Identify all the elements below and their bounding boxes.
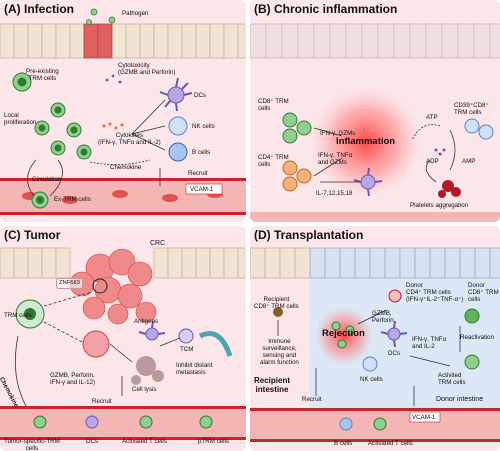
panel-b-title: (B) Chronic inflammation — [254, 2, 398, 16]
activated-t-label: Activated T cells — [368, 440, 413, 447]
znf-label: ZNF683 — [56, 278, 83, 289]
recruit-label: Recruit — [92, 398, 112, 405]
atp-label: ATP — [426, 114, 438, 121]
recipient-cd8-cell — [273, 307, 283, 317]
dcs-label: DCs — [194, 92, 207, 99]
donor-cd4-cell — [388, 289, 402, 303]
donor-cd8-cell — [464, 308, 480, 324]
dc-cell — [353, 167, 383, 197]
circulation-label: Circulation — [32, 176, 62, 183]
vcam-label: VCAM-1 — [190, 186, 214, 193]
b-cell — [168, 142, 188, 162]
tumor-target-cell — [82, 330, 110, 358]
extrm-label: Ex-TRM cells — [54, 196, 91, 203]
gzmb-label: GZMB, Perforin,IFN-γ and IL-12) — [50, 372, 96, 386]
panel-c-title: (C) Tumor — [4, 228, 61, 242]
activated-label: Activated T cells — [122, 438, 167, 445]
adp-label: ADP — [426, 158, 439, 165]
chemokine-label: Chemokine — [110, 164, 142, 171]
gzmb-label: GZMB,Perforin — [372, 310, 394, 324]
ptrm-label: pTRM cells — [198, 438, 229, 445]
nk-cell — [168, 116, 188, 136]
tcm-label: TCM — [180, 346, 194, 353]
panel-b-art — [250, 23, 500, 222]
recruit-label: Recruit — [302, 396, 322, 403]
panel-c-art — [0, 247, 246, 440]
lysis-label: Cell lysis — [132, 386, 157, 393]
cytotoxicity-label: Cytotoxicity(GZMB and Perforin) — [118, 62, 176, 76]
b-label: B cells — [334, 440, 353, 447]
tcm-cell — [178, 328, 194, 344]
rejection-label: Rejection — [322, 328, 365, 339]
panel-d-art — [250, 247, 500, 442]
recruit-label: Recruit — [188, 170, 208, 177]
il-label: IL-7,12,15,18 — [316, 190, 353, 197]
rejection-glow — [314, 306, 374, 366]
infected-cell — [97, 23, 113, 59]
dc-cell — [159, 77, 193, 112]
donor-intestine-label: Donor intestine — [436, 396, 484, 403]
nk-cell — [362, 356, 378, 372]
cd39-label: CD39⁺CD8⁺TRM cells — [454, 102, 489, 116]
tumor-cluster — [69, 248, 157, 325]
antigens-label: Antigens — [134, 318, 159, 325]
crc-label: CRC — [150, 240, 166, 247]
reactivation-label: Reactivation — [460, 334, 495, 341]
b-label: B cells — [192, 149, 211, 156]
pathogen-label: Pathogen — [122, 10, 149, 17]
dcs-label: DCs — [86, 438, 99, 445]
panel-a-title: (A) Infection — [4, 2, 74, 16]
amp-label: AMP — [462, 158, 476, 165]
nk-label: NK cells — [192, 123, 215, 130]
dcs-label: DCs — [388, 350, 401, 357]
dc-cell — [85, 415, 99, 429]
platelets-label: Platelets aggregation — [410, 202, 469, 209]
trm-label: TRM cells — [4, 312, 32, 319]
activated-trm-cell — [464, 354, 480, 370]
zoom-circle — [92, 278, 108, 294]
inflammation-label: Inflammation — [336, 136, 396, 147]
dc-cell — [380, 320, 408, 348]
infected-cell — [83, 23, 99, 59]
inflammation-glow — [311, 87, 421, 197]
panel-a-art — [0, 8, 246, 215]
panel-d-title: (D) Transplantation — [254, 228, 364, 242]
nk-label: NK cells — [360, 376, 383, 383]
vcam-label: VCAM-1 — [412, 414, 436, 421]
ifn-gzm-label: IFN-γ, GZMs — [320, 130, 356, 137]
cytokines-label: Cytokines(IFN-γ, TNFα and IL-2) — [98, 132, 161, 146]
dc-cell — [138, 320, 166, 341]
panel-tumor: (C) Tumor CRC ZNF683 TRM cells Antigens … — [0, 226, 246, 451]
